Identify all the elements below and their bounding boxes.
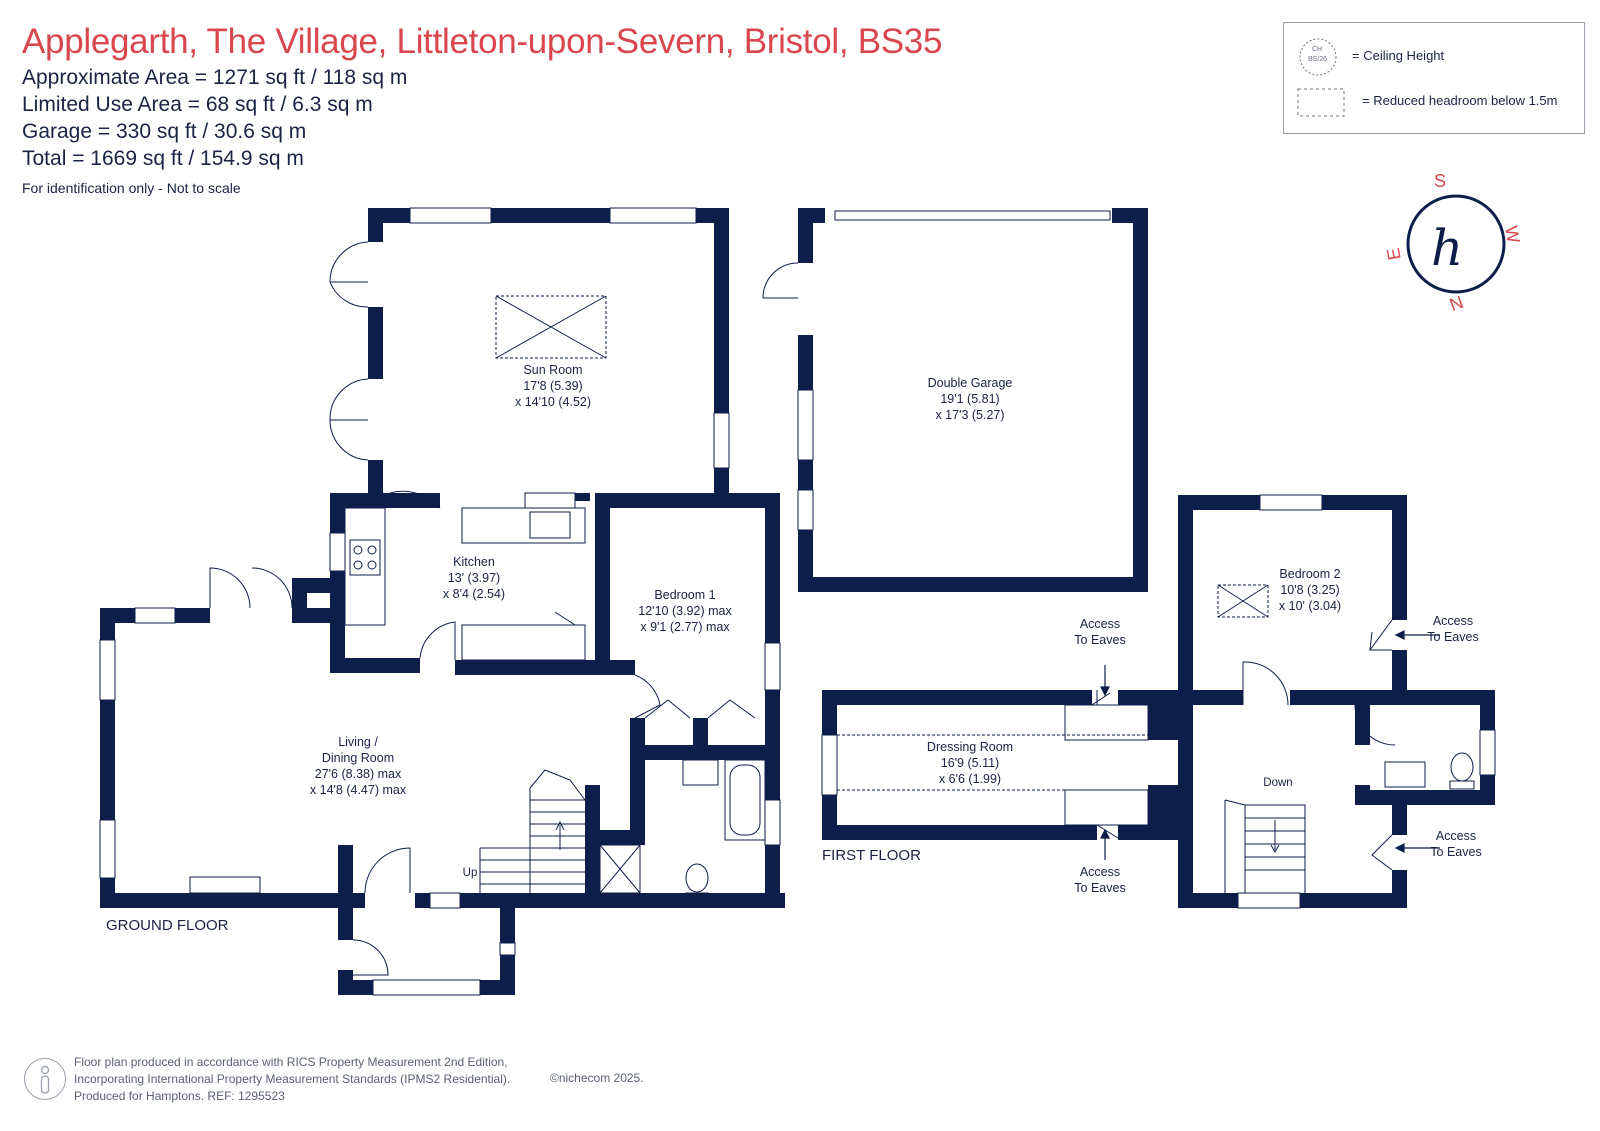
bedroom1-dim1: 12'10 (3.92) max xyxy=(638,604,732,618)
garage-openings xyxy=(762,210,1111,531)
floor-labels: GROUND FLOOR FIRST FLOOR xyxy=(106,847,921,934)
kitchen-dim2: x 8'4 (2.54) xyxy=(443,587,505,601)
ground-floor-doors xyxy=(209,241,756,976)
dressing-room-name: Dressing Room xyxy=(927,740,1013,754)
disclaimer-note: For identification only - Not to scale xyxy=(22,180,241,196)
ceiling-symbol-top: CH xyxy=(1312,46,1323,53)
ceiling-height-label: = Ceiling Height xyxy=(1352,48,1445,63)
ground-floor-label: GROUND FLOOR xyxy=(106,917,229,934)
sun-room-dim1: 17'8 (5.39) xyxy=(523,379,582,393)
garage-area: Garage = 330 sq ft / 30.6 sq m xyxy=(22,120,307,143)
compass-w: W xyxy=(1501,224,1524,244)
room-labels: Sun Room 17'8 (5.39) x 14'10 (4.52) Doub… xyxy=(310,363,1482,895)
bedroom2-dim1: 10'8 (3.25) xyxy=(1280,583,1339,597)
stairs-up-label: Up xyxy=(463,867,478,879)
footer-line3: Produced for Hamptons. REF: 1295523 xyxy=(74,1089,285,1103)
dressing-room-dim1: 16'9 (5.11) xyxy=(941,756,999,770)
double-garage-dim2: x 17'3 (5.27) xyxy=(935,408,1004,422)
access-arrows xyxy=(1100,630,1440,860)
ceiling-symbol-bottom: BS/26 xyxy=(1308,56,1328,63)
living-dim1: 27'6 (8.38) max xyxy=(315,767,402,781)
brand-copyright: ©nichecom 2025. xyxy=(550,1071,644,1085)
living-dim2: x 14'8 (4.47) max xyxy=(310,783,407,797)
access-right-top-line2: To Eaves xyxy=(1427,630,1478,644)
ground-floor-fittings xyxy=(189,295,766,900)
ground-floor-walls xyxy=(100,208,785,995)
compass-logo: h xyxy=(1431,219,1463,277)
limited-use-area: Limited Use Area = 68 sq ft / 6.3 sq m xyxy=(22,93,373,116)
page-title: Applegarth, The Village, Littleton-upon-… xyxy=(22,22,943,61)
access-top-line1: Access xyxy=(1080,617,1120,631)
sun-room-dim2: x 14'10 (4.52) xyxy=(515,395,591,409)
first-floor-label: FIRST FLOOR xyxy=(822,847,921,864)
first-floor-walls xyxy=(822,495,1495,908)
double-garage-dim1: 19'1 (5.81) xyxy=(940,392,999,406)
bedroom1-dim2: x 9'1 (2.77) max xyxy=(640,620,730,634)
bedroom2-dim2: x 10' (3.04) xyxy=(1279,599,1341,613)
ground-floor-windows xyxy=(99,207,781,996)
bedroom2-name: Bedroom 2 xyxy=(1279,567,1340,581)
access-right-bottom-line2: To Eaves xyxy=(1430,845,1481,859)
compass-s: S xyxy=(1434,171,1446,191)
first-floor-openings xyxy=(821,494,1496,909)
bedroom1-name: Bedroom 1 xyxy=(654,588,715,602)
footer-note: Floor plan produced in accordance with R… xyxy=(74,1054,510,1105)
living-name2: Dining Room xyxy=(322,751,394,765)
compass-n: N xyxy=(1447,292,1466,315)
legend: CH BS/26 = Ceiling Height = Reduced head… xyxy=(1283,22,1585,134)
dressing-room-dim2: x 6'6 (1.99) xyxy=(939,772,1001,786)
compass: h S W E N xyxy=(1383,171,1524,315)
access-bottom-line2: To Eaves xyxy=(1074,881,1125,895)
garage-walls xyxy=(798,208,1148,592)
footer-line1: Floor plan produced in accordance with R… xyxy=(74,1055,508,1069)
reduced-headroom-label: = Reduced headroom below 1.5m xyxy=(1362,93,1558,108)
sun-room-name: Sun Room xyxy=(523,363,582,377)
compass-e: E xyxy=(1383,246,1405,261)
access-right-top-line1: Access xyxy=(1433,614,1473,628)
footer-line2: Incorporating International Property Mea… xyxy=(74,1072,511,1086)
double-garage-name: Double Garage xyxy=(928,376,1013,390)
access-right-bottom-line1: Access xyxy=(1436,829,1476,843)
total-area: Total = 1669 sq ft / 154.9 sq m xyxy=(22,147,304,170)
rics-logo-icon xyxy=(24,1058,66,1100)
access-bottom-line1: Access xyxy=(1080,865,1120,879)
living-name1: Living / xyxy=(338,735,378,749)
stairs-down-label: Down xyxy=(1263,777,1292,789)
access-top-line2: To Eaves xyxy=(1074,633,1125,647)
kitchen-dim1: 13' (3.97) xyxy=(448,571,500,585)
approximate-area: Approximate Area = 1271 sq ft / 118 sq m xyxy=(22,66,408,89)
kitchen-name: Kitchen xyxy=(453,555,495,569)
